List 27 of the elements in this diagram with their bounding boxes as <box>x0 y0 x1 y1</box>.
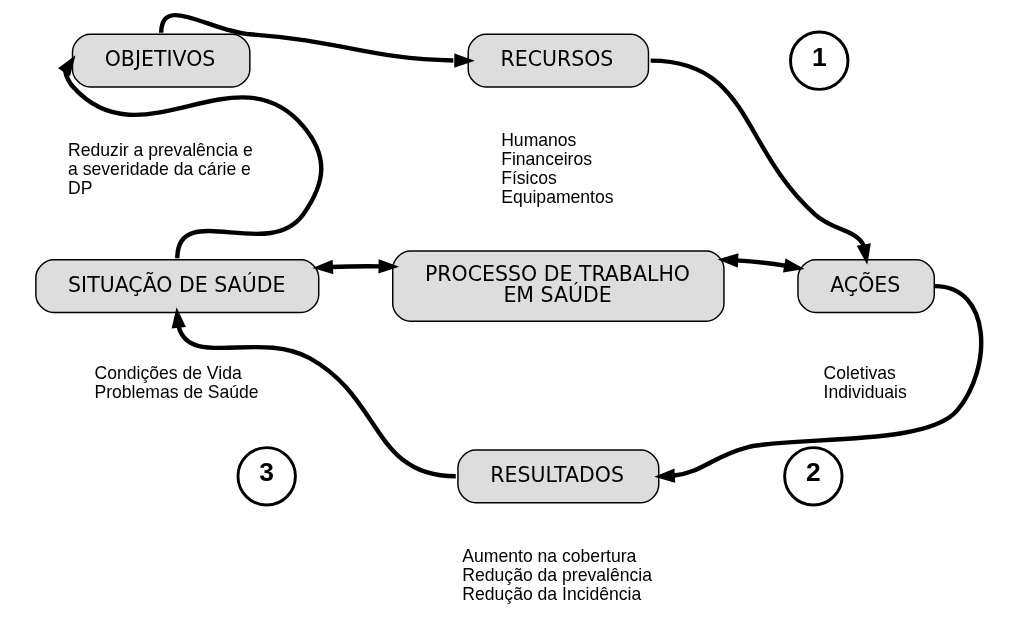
node-label: Condições de Vida <box>93 363 242 384</box>
arrow <box>57 55 323 259</box>
node-label: Reduzir a prevalência e a severidade da cárie e DP <box>67 139 253 198</box>
node-box: OBJETIVOS <box>71 33 251 88</box>
node-label: Individuais <box>823 382 907 403</box>
node-circle: 1 <box>788 30 849 91</box>
node-label: Físicos <box>500 168 557 189</box>
node-label: Aumento na cobertura <box>461 545 636 566</box>
node-box: RECURSOS <box>466 33 649 88</box>
node-circle: 2 <box>782 446 844 507</box>
node-label: Problemas de Saúde <box>93 382 259 403</box>
node-box: SITUAÇÃO DE SAÚDE <box>34 258 319 314</box>
node-label: Redução da prevalência <box>461 564 652 585</box>
node-label: Humanos <box>500 130 576 151</box>
arrow <box>311 259 399 275</box>
arrow <box>717 253 805 273</box>
node-circle: 3 <box>236 446 297 507</box>
node-box: AÇÕES <box>796 258 935 314</box>
node-label: Coletivas <box>823 363 896 384</box>
node-label: Financeiros <box>500 149 592 170</box>
arrow <box>650 58 871 265</box>
arrow <box>653 283 983 483</box>
node-box: PROCESSO DE TRABALHO EM SAÚDE <box>391 250 725 322</box>
node-label: Redução da Incidência <box>461 584 641 605</box>
node-box: RESULTADOS <box>456 449 659 504</box>
node-label: Equipamentos <box>500 187 614 208</box>
arrow <box>171 307 456 479</box>
